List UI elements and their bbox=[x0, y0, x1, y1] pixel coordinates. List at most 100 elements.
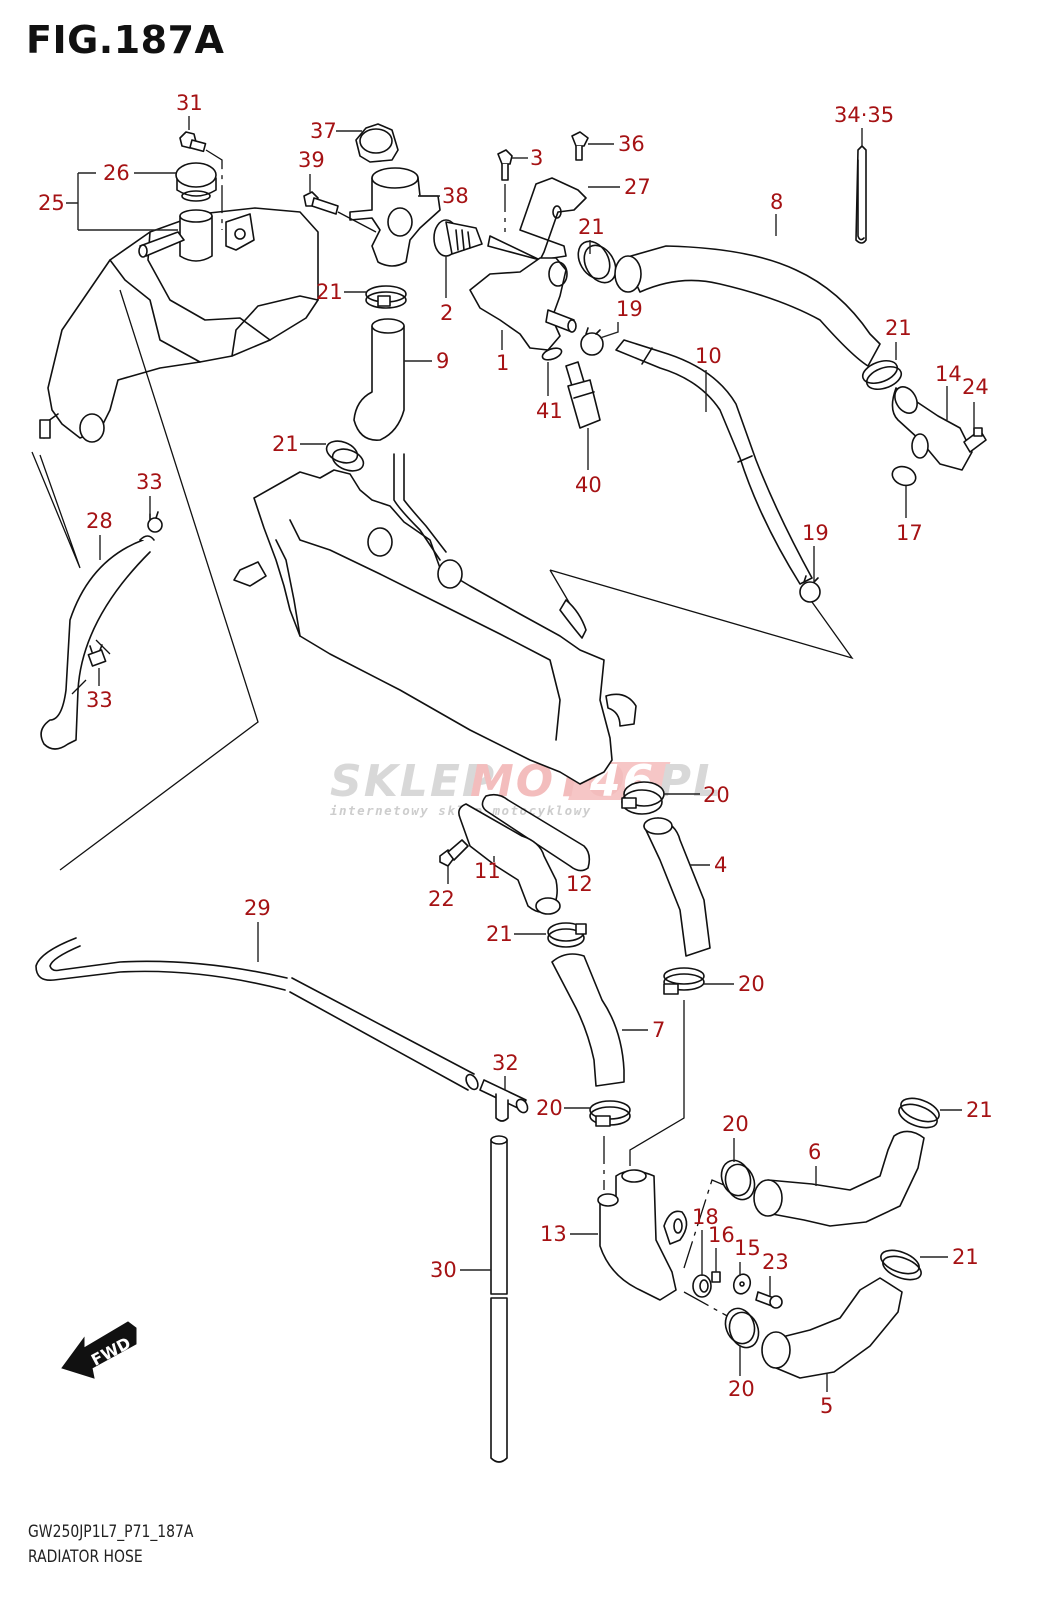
callout-label[interactable]: 28 bbox=[86, 509, 113, 533]
callout-label[interactable]: 39 bbox=[298, 148, 325, 172]
callout-21[interactable]: 21 bbox=[940, 1098, 993, 1122]
callout-label[interactable]: 31 bbox=[176, 91, 203, 115]
callout-label[interactable]: 10 bbox=[695, 344, 722, 368]
callout-label[interactable]: 14 bbox=[935, 362, 962, 386]
callout-24[interactable]: 24 bbox=[962, 375, 989, 430]
callout-label[interactable]: 5 bbox=[820, 1394, 833, 1418]
callout-29[interactable]: 29 bbox=[244, 896, 271, 962]
callout-label[interactable]: 21 bbox=[885, 316, 912, 340]
callout-31[interactable]: 31 bbox=[176, 91, 203, 130]
callout-38[interactable]: 38 bbox=[418, 184, 469, 208]
callout-label[interactable]: 41 bbox=[536, 399, 563, 423]
callout-21[interactable]: 21 bbox=[885, 316, 912, 360]
callout-25[interactable]: 25 bbox=[38, 172, 178, 231]
callout-21[interactable]: 21 bbox=[486, 922, 546, 946]
callout-4[interactable]: 4 bbox=[690, 853, 727, 877]
callout-22[interactable]: 22 bbox=[428, 866, 455, 911]
callout-3[interactable]: 3 bbox=[512, 146, 543, 170]
callout-21[interactable]: 21 bbox=[578, 215, 605, 254]
callout-20[interactable]: 20 bbox=[722, 1112, 749, 1162]
callout-14[interactable]: 14 bbox=[935, 362, 962, 420]
callout-40[interactable]: 40 bbox=[575, 428, 602, 497]
callout-label[interactable]: 8 bbox=[770, 190, 783, 214]
callout-label[interactable]: 25 bbox=[38, 191, 65, 215]
callout-label[interactable]: 19 bbox=[802, 521, 829, 545]
callout-10[interactable]: 10 bbox=[695, 344, 722, 412]
callout-20[interactable]: 20 bbox=[664, 783, 730, 807]
callout-33[interactable]: 33 bbox=[86, 668, 113, 712]
callout-label[interactable]: 37 bbox=[310, 119, 337, 143]
callout-label[interactable]: 7 bbox=[652, 1018, 665, 1042]
callout-11[interactable]: 11 bbox=[474, 856, 501, 883]
callout-18[interactable]: 18 bbox=[692, 1205, 719, 1276]
callout-label[interactable]: 20 bbox=[703, 783, 730, 807]
callout-label[interactable]: 6 bbox=[808, 1140, 821, 1164]
callout-label[interactable]: 40 bbox=[575, 473, 602, 497]
callout-label[interactable]: 11 bbox=[474, 859, 501, 883]
callout-39[interactable]: 39 bbox=[298, 148, 325, 192]
callout-label[interactable]: 34·35 bbox=[834, 103, 894, 127]
callout-23[interactable]: 23 bbox=[762, 1250, 789, 1296]
callout-17[interactable]: 17 bbox=[896, 486, 923, 545]
callout-label[interactable]: 30 bbox=[430, 1258, 457, 1282]
callout-label[interactable]: 9 bbox=[436, 349, 449, 373]
callout-label[interactable]: 13 bbox=[540, 1222, 567, 1246]
callout-label[interactable]: 4 bbox=[714, 853, 727, 877]
callout-1[interactable]: 1 bbox=[496, 330, 509, 375]
callout-27[interactable]: 27 bbox=[588, 175, 651, 199]
callout-label[interactable]: 20 bbox=[728, 1377, 755, 1401]
callout-label[interactable]: 26 bbox=[103, 161, 130, 185]
callout-32[interactable]: 32 bbox=[492, 1051, 519, 1090]
callout-12[interactable]: 12 bbox=[566, 868, 593, 896]
callout-label[interactable]: 21 bbox=[952, 1245, 979, 1269]
callout-20[interactable]: 20 bbox=[728, 1346, 755, 1401]
callout-label[interactable]: 21 bbox=[316, 280, 343, 304]
callout-19[interactable]: 19 bbox=[599, 297, 643, 339]
callout-label[interactable]: 23 bbox=[762, 1250, 789, 1274]
callout-label[interactable]: 3 bbox=[530, 146, 543, 170]
callout-8[interactable]: 8 bbox=[770, 190, 783, 236]
callout-19[interactable]: 19 bbox=[802, 521, 829, 582]
callout-7[interactable]: 7 bbox=[622, 1018, 665, 1042]
callout-21[interactable]: 21 bbox=[920, 1245, 979, 1269]
callout-37[interactable]: 37 bbox=[310, 119, 362, 143]
callout-label[interactable]: 24 bbox=[962, 375, 989, 399]
callout-6[interactable]: 6 bbox=[808, 1140, 821, 1186]
callout-label[interactable]: 20 bbox=[536, 1096, 563, 1120]
callout-label[interactable]: 2 bbox=[440, 301, 453, 325]
callout-16[interactable]: 16 bbox=[708, 1223, 735, 1272]
callout-26[interactable]: 26 bbox=[103, 161, 176, 185]
callout-label[interactable]: 29 bbox=[244, 896, 271, 920]
callout-label[interactable]: 21 bbox=[578, 215, 605, 239]
callout-label[interactable]: 15 bbox=[734, 1236, 761, 1260]
callout-label[interactable]: 32 bbox=[492, 1051, 519, 1075]
callout-20[interactable]: 20 bbox=[536, 1096, 590, 1120]
callout-label[interactable]: 18 bbox=[692, 1205, 719, 1229]
callout-21[interactable]: 21 bbox=[272, 432, 326, 456]
callout-label[interactable]: 1 bbox=[496, 351, 509, 375]
callout-label[interactable]: 21 bbox=[486, 922, 513, 946]
callout-label[interactable]: 33 bbox=[86, 688, 113, 712]
callout-label[interactable]: 20 bbox=[738, 972, 765, 996]
callout-30[interactable]: 30 bbox=[430, 1258, 491, 1282]
callout-label[interactable]: 12 bbox=[566, 872, 593, 896]
callout-41[interactable]: 41 bbox=[536, 362, 563, 423]
callout-label[interactable]: 33 bbox=[136, 470, 163, 494]
callout-label[interactable]: 21 bbox=[272, 432, 299, 456]
callout-34-35[interactable]: 34·35 bbox=[834, 103, 894, 146]
callout-21[interactable]: 21 bbox=[316, 280, 366, 304]
callout-36[interactable]: 36 bbox=[588, 132, 645, 156]
callout-9[interactable]: 9 bbox=[404, 349, 449, 373]
callout-20[interactable]: 20 bbox=[704, 972, 765, 996]
callout-28[interactable]: 28 bbox=[86, 509, 113, 560]
callout-2[interactable]: 2 bbox=[440, 256, 453, 325]
callout-13[interactable]: 13 bbox=[540, 1222, 598, 1246]
callout-label[interactable]: 19 bbox=[616, 297, 643, 321]
callout-label[interactable]: 17 bbox=[896, 521, 923, 545]
callout-label[interactable]: 36 bbox=[618, 132, 645, 156]
callout-label[interactable]: 21 bbox=[966, 1098, 993, 1122]
callout-label[interactable]: 38 bbox=[442, 184, 469, 208]
callout-label[interactable]: 22 bbox=[428, 887, 455, 911]
callout-5[interactable]: 5 bbox=[820, 1374, 833, 1418]
callout-label[interactable]: 27 bbox=[624, 175, 651, 199]
